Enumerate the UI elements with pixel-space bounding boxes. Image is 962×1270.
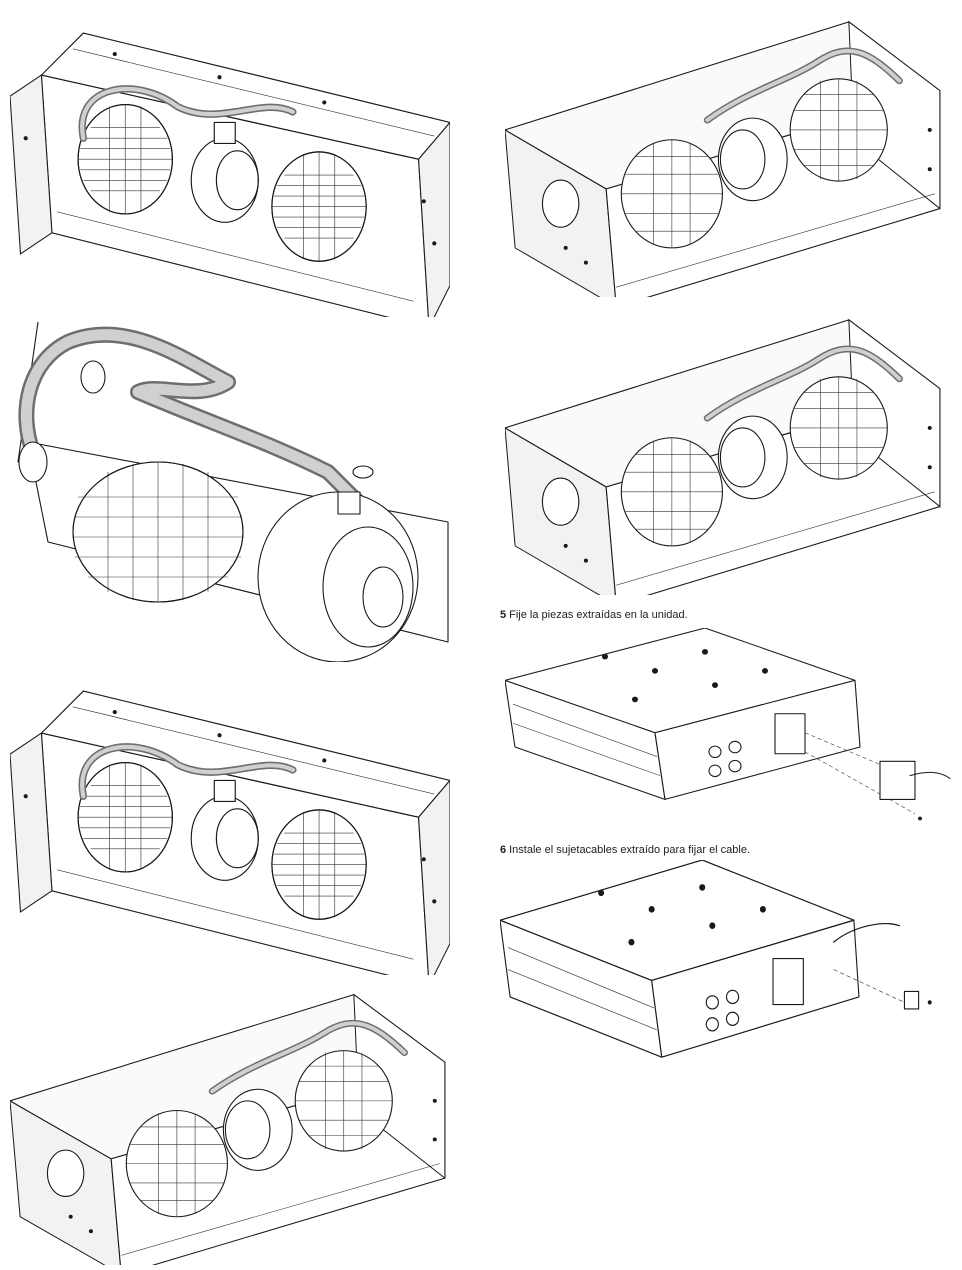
figure-fan-assembly-middle-left [10,670,450,975]
step-5-text: Fije la piezas extraídas en la unidad. [509,609,688,621]
figure-fan-motor-closeup [8,322,458,662]
figure-fan-assembly-bottom-left [10,985,455,1265]
step-6-number: 6 [500,844,507,856]
figure-fan-assembly-top-right [505,12,950,297]
figure-unit-cable-clamp [500,860,955,1090]
figure-unit-part-attach [505,628,955,828]
step-6-text: Instale el sujetacables extraído para fi… [509,844,751,856]
step-5-number: 5 [500,609,507,621]
figure-fan-assembly-second-right [505,310,950,595]
figure-fan-assembly-top-left [10,12,450,317]
